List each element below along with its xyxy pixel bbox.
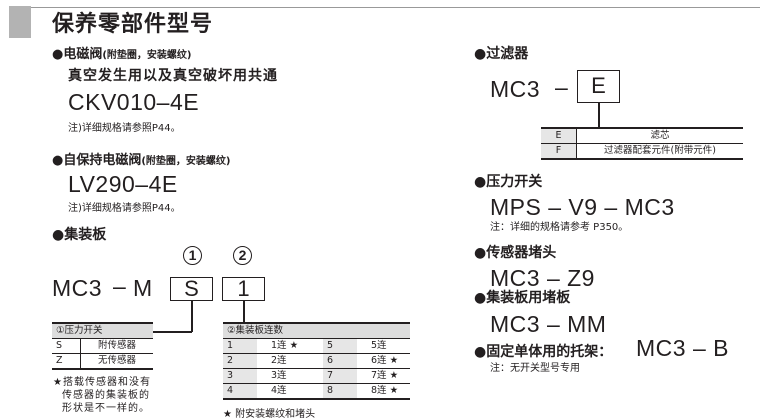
section-marker: [9, 6, 31, 38]
box-station-count: 1: [222, 277, 265, 301]
connector-line: [152, 331, 192, 333]
manifold-plate-heading: ●集装板用堵板: [474, 290, 571, 306]
pressure-switch-note: 注：详细的规格请参考 P350。: [490, 222, 629, 233]
page-title: 保养零部件型号: [52, 12, 214, 37]
filter-prefix: MC3: [490, 76, 541, 102]
manifold-plate-model: MC3 – MM: [490, 311, 607, 337]
valve-note: 注)详细规格请参照P44。: [68, 123, 181, 134]
top-rule: [30, 7, 760, 8]
sensor-plug-heading: ●传感器堵头: [474, 245, 557, 261]
manifold-prefix: MC3: [52, 275, 103, 301]
pressure-switch-model: MPS – V9 – MC3: [490, 194, 675, 220]
manifold-heading: ●集装板: [52, 227, 107, 243]
sensor-plug-model: MC3 – Z9: [490, 265, 595, 291]
table-header: ①压力开关: [52, 322, 153, 339]
circle-2: 2: [233, 246, 252, 265]
manifold-m: M: [133, 275, 153, 301]
station-note: ★ 附安装螺纹和堵头: [223, 409, 316, 420]
valve-heading: ●电磁阀(附垫圈，安装螺纹): [52, 47, 192, 62]
connector-line: [598, 103, 600, 128]
sensor-note: ★搭载传感器和没有 传感器的集装板的 形状是不一样的。: [53, 377, 151, 414]
filter-heading: ●过滤器: [474, 46, 529, 62]
table-header: ②集装板连数: [223, 322, 410, 339]
connector-line: [243, 301, 245, 323]
latch-valve-note: 注)详细规格请参照P44。: [68, 203, 181, 214]
bracket-model: MC3 – B: [636, 335, 729, 361]
valve-model: CKV010–4E: [68, 89, 200, 115]
manifold-dash: –: [113, 273, 127, 299]
valve-subtitle: 真空发生用以及真空破坏用共通: [68, 68, 278, 84]
pressure-switch-heading: ●压力开关: [474, 174, 543, 190]
latch-valve-model: LV290–4E: [68, 171, 178, 197]
box-sensor-option: S: [170, 277, 213, 301]
connector-line: [191, 301, 193, 332]
latch-valve-heading: ●自保持电磁阀(附垫圈，安装螺纹): [52, 153, 231, 168]
bracket-note: 注：无开关型号专用: [490, 363, 580, 374]
filter-dash: –: [555, 74, 569, 100]
circle-1: 1: [183, 246, 202, 265]
bracket-heading: ●固定单体用的托架：: [474, 344, 613, 360]
filter-box: E: [577, 70, 620, 103]
